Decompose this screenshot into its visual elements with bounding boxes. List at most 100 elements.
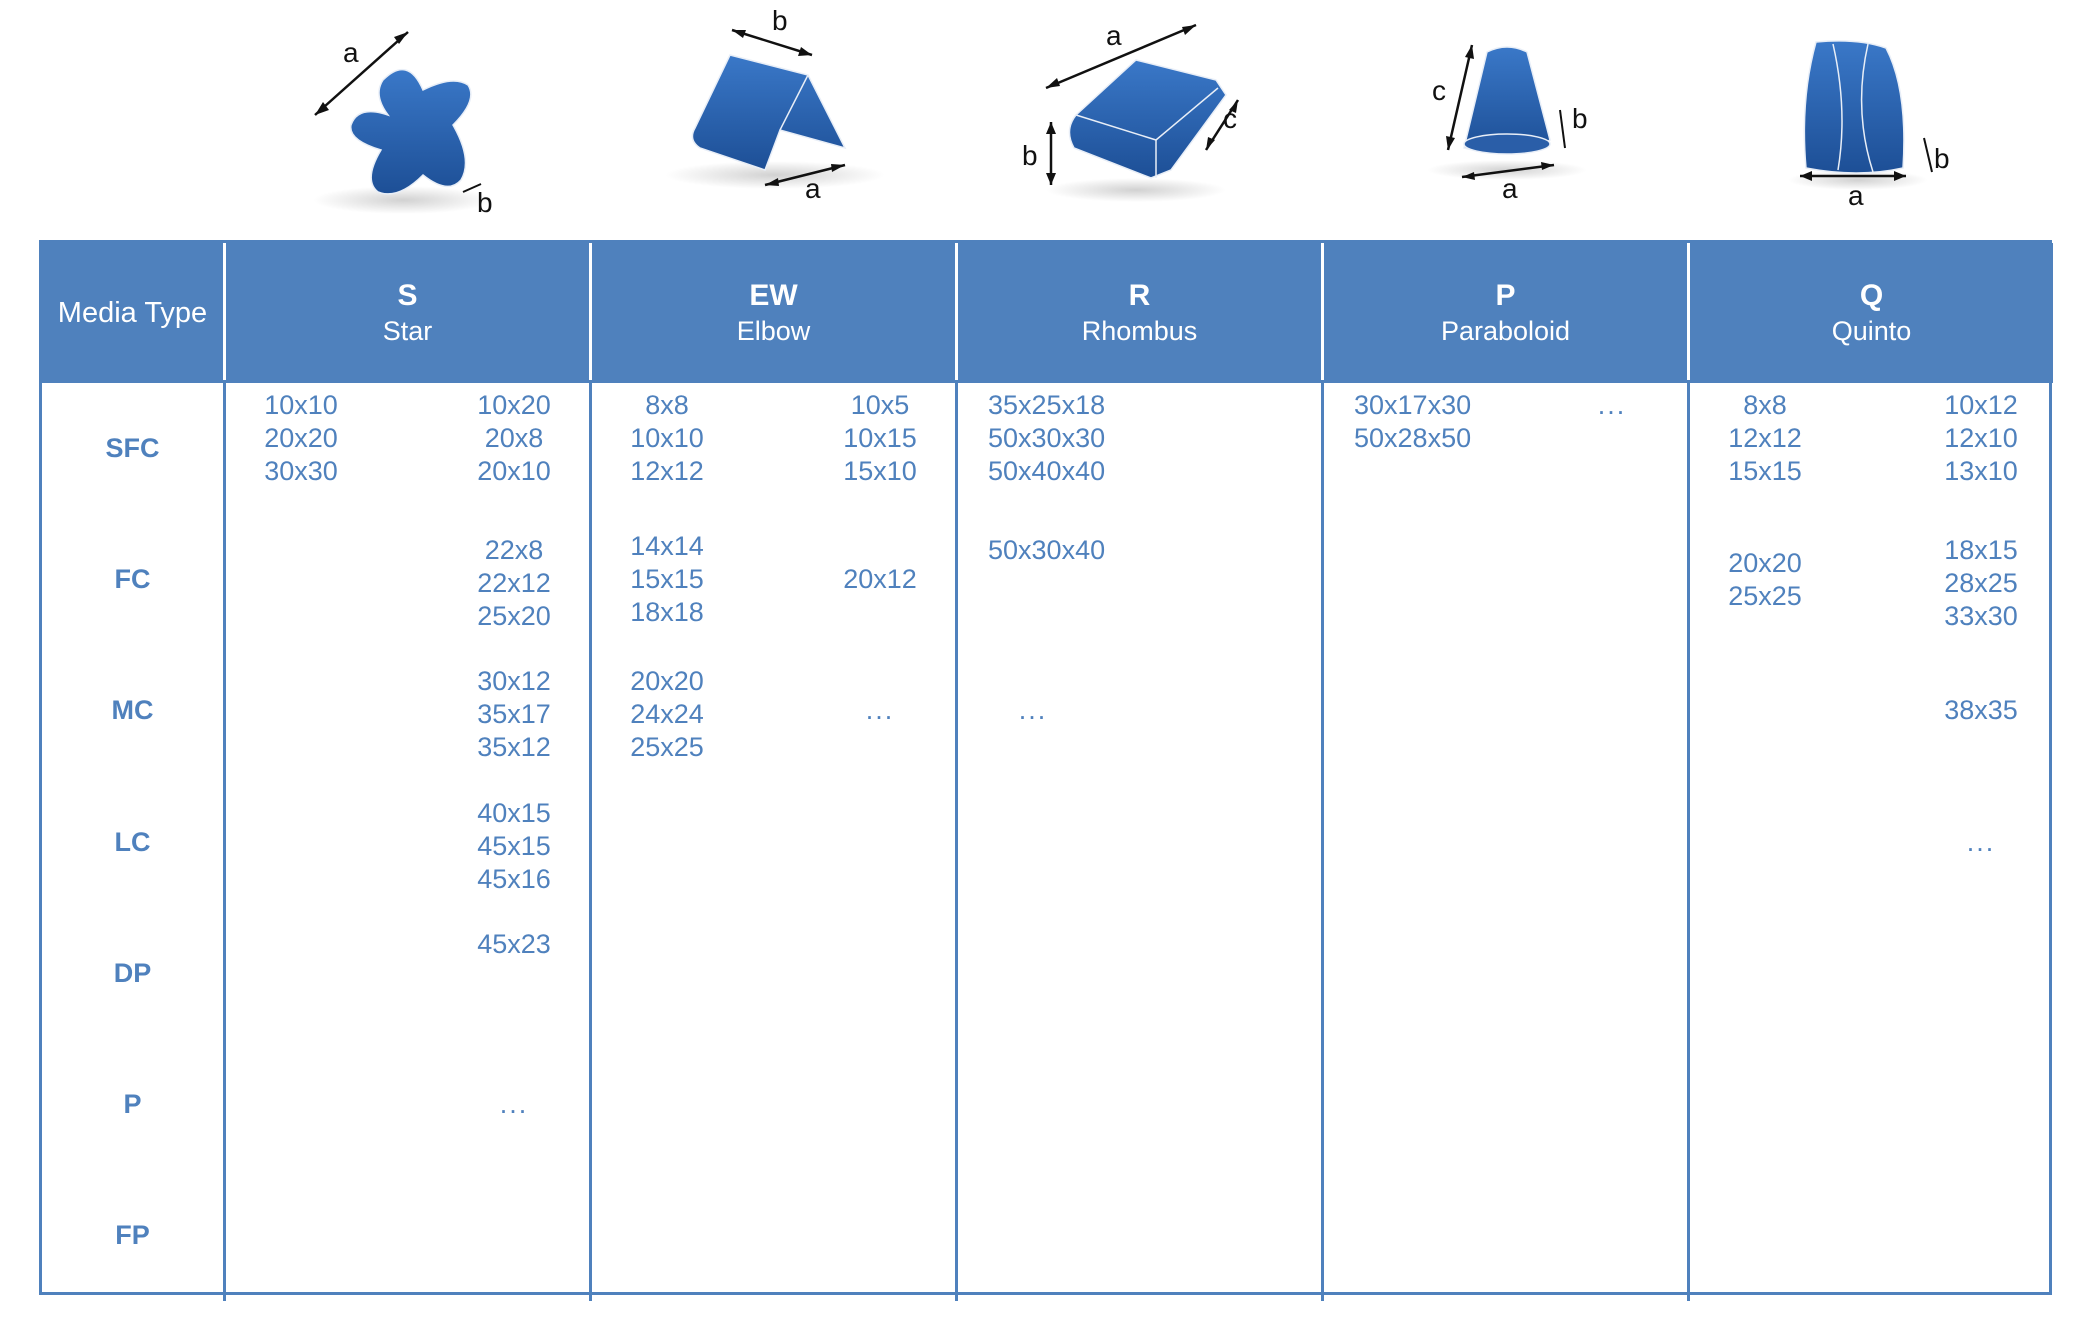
dim-label: a: [1848, 180, 1864, 211]
size-list-right: ...: [1567, 383, 1657, 514]
size-list-left: [1354, 645, 1444, 776]
size-list-left: [1354, 1170, 1444, 1301]
size-value: 45x15: [477, 830, 551, 861]
size-list-left: [256, 777, 346, 908]
size-list-right: [1567, 514, 1657, 645]
size-value: 14x14: [630, 531, 704, 562]
size-list-right: [1201, 383, 1291, 514]
column-name: Elbow: [736, 316, 811, 346]
dim-label: b: [477, 187, 493, 218]
size-list-right: [1201, 514, 1291, 645]
size-list-right: 38x35: [1936, 645, 2026, 776]
quinto-shape-illustration: a b: [1688, 0, 2054, 240]
size-list-right: 20x12: [835, 514, 925, 645]
size-list-right: [469, 1170, 559, 1301]
table-cell: [592, 776, 958, 908]
size-list-right: [835, 777, 925, 908]
size-value: 20x8: [484, 423, 544, 453]
size-value: 18x18: [630, 597, 704, 628]
size-value: 35x12: [477, 732, 551, 763]
size-value: 10x5: [850, 390, 910, 420]
media-type-table: Media Type S Star EW Elbow R Rhombus P P…: [39, 240, 2056, 1302]
table-cell: ...: [226, 1038, 592, 1171]
row-label-fp: FP: [42, 1170, 226, 1302]
column-name: Rhombus: [1081, 316, 1198, 346]
size-value: 18x15: [1944, 535, 2018, 566]
table-grid: Media Type S Star EW Elbow R Rhombus P P…: [39, 240, 2056, 1302]
table-cell: [958, 776, 1324, 908]
size-value: 45x16: [477, 863, 551, 894]
dim-label: c: [1432, 75, 1446, 106]
size-value: 25x20: [477, 601, 551, 632]
table-cell: [1324, 1038, 1690, 1171]
table-cell: [958, 1038, 1324, 1171]
size-value: 20x12: [843, 564, 917, 595]
size-value: 50x40x40: [988, 456, 1106, 486]
size-list-left: [1720, 1170, 1810, 1301]
size-list-right: ...: [835, 645, 925, 776]
size-list-left: [1354, 514, 1444, 645]
table-cell: ...: [958, 645, 1324, 777]
row-label-sfc: SFC: [42, 383, 226, 515]
size-value: 24x24: [630, 699, 704, 730]
size-value: 30x30: [264, 456, 338, 486]
size-value: 15x15: [630, 564, 704, 595]
table-cell: [1324, 514, 1690, 646]
ellipsis: ...: [1597, 390, 1627, 420]
size-value: 50x30x40: [988, 535, 1106, 566]
star-shape-illustration: a b: [223, 0, 589, 240]
size-list-left: [988, 1039, 1078, 1170]
row-label-mc: MC: [42, 645, 226, 777]
size-value: 8x8: [1743, 390, 1787, 420]
table-cell: 50x30x40: [958, 514, 1324, 646]
dim-label: a: [1502, 173, 1518, 204]
size-list-right: [1567, 645, 1657, 776]
dim-label: b: [1572, 103, 1588, 134]
table-cell: [1324, 645, 1690, 777]
column-name: Star: [382, 316, 433, 346]
table-cell: [1324, 776, 1690, 908]
size-list-left: [256, 1170, 346, 1301]
size-value: 12x12: [1728, 423, 1802, 453]
ellipsis: ...: [499, 1089, 529, 1120]
table-cell: 45x23: [226, 907, 592, 1039]
size-list-right: ...: [1936, 777, 2026, 908]
column-code: Q: [1859, 279, 1884, 312]
ellipsis: ...: [865, 695, 895, 726]
size-list-left: [1720, 777, 1810, 908]
table-cell: [592, 907, 958, 1039]
size-value: 13x10: [1944, 456, 2018, 486]
size-list-left: [622, 1170, 712, 1301]
media-type-header: Media Type: [42, 243, 226, 383]
size-value: 38x35: [1944, 695, 2018, 726]
size-value: 10x15: [843, 423, 917, 453]
table-cell: ...: [1690, 777, 2056, 908]
rhombus-shape-illustration: a b c: [956, 0, 1322, 240]
dim-label: b: [772, 5, 788, 36]
size-value: 22x8: [484, 535, 544, 566]
size-value: 25x25: [630, 732, 704, 763]
paraboloid-shape-illustration: c b a: [1322, 0, 1688, 240]
size-list-right: [1936, 1170, 2026, 1301]
size-value: 20x10: [477, 456, 551, 486]
size-list-right: [1201, 908, 1291, 1039]
size-value: 22x12: [477, 568, 551, 599]
size-value: 30x12: [477, 666, 551, 697]
size-list-right: [1201, 645, 1291, 776]
size-list-right: [835, 908, 925, 1039]
table-cell: [1324, 1170, 1690, 1302]
size-list-right: [1567, 908, 1657, 1039]
size-value: 15x15: [1728, 456, 1802, 486]
